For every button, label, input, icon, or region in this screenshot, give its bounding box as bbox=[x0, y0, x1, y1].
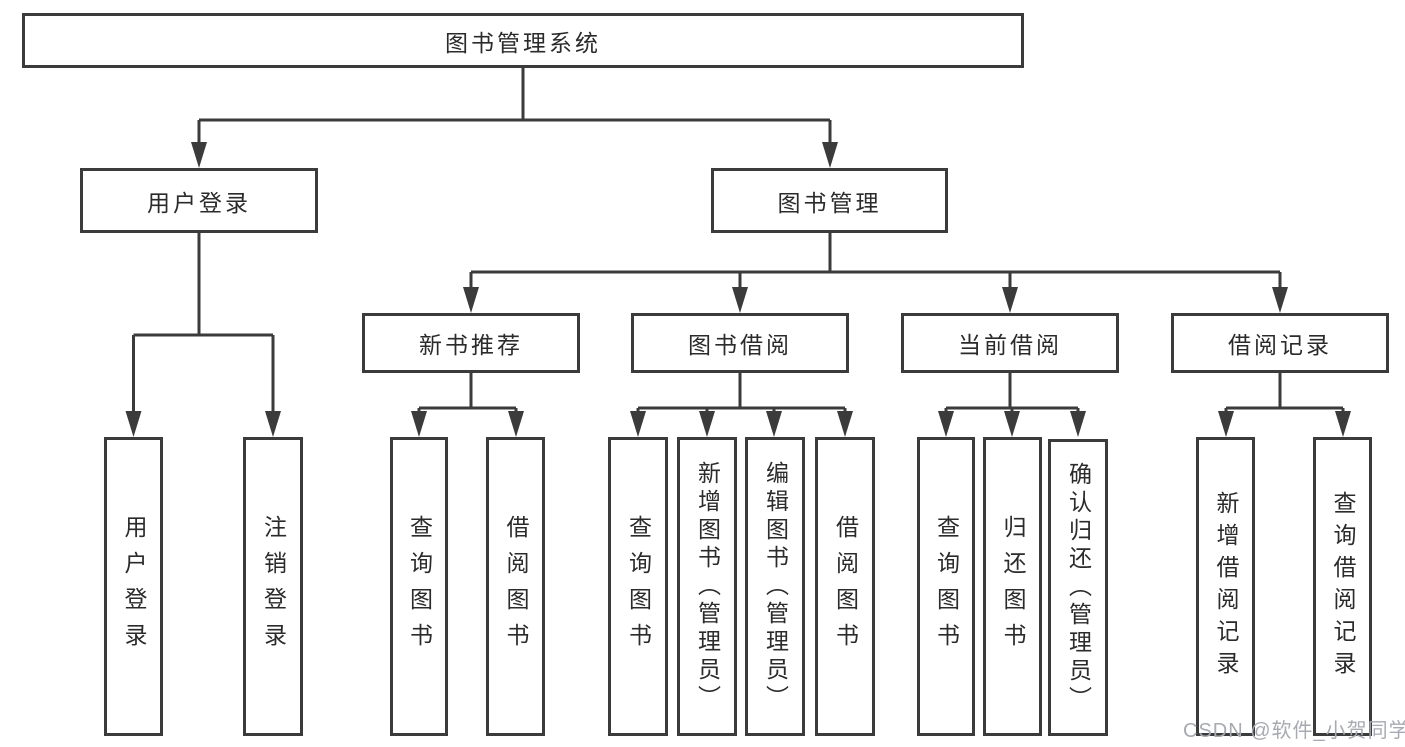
node-borrowing-records: 借阅记录 bbox=[1171, 313, 1389, 373]
leaf-user-login: 用户登录 bbox=[104, 437, 163, 736]
node-book-borrowing: 图书借阅 bbox=[631, 313, 849, 373]
leaf-query-books-recommend: 查询图书 bbox=[390, 437, 448, 736]
csdn-watermark: CSDN @软件_小贺同学 bbox=[1183, 720, 1405, 742]
connector-root-to-level2 bbox=[191, 68, 838, 168]
connector-book-borrow-to-leaves bbox=[630, 373, 853, 437]
connector-user-login-to-leaves bbox=[125, 233, 281, 437]
node-user-login: 用户登录 bbox=[80, 168, 318, 233]
leaf-borrow-books: 借阅图书 bbox=[815, 437, 875, 736]
leaf-logout: 注销登录 bbox=[243, 437, 303, 736]
leaf-borrow-books-recommend: 借阅图书 bbox=[486, 437, 545, 736]
node-current-borrowing: 当前借阅 bbox=[901, 313, 1119, 373]
leaf-query-borrow-record: 查询借阅记录 bbox=[1313, 437, 1372, 736]
connector-new-book-to-leaves bbox=[411, 373, 524, 437]
leaf-query-books-current: 查询图书 bbox=[917, 437, 975, 736]
connector-borrow-records-to-leaves bbox=[1218, 373, 1351, 437]
leaf-confirm-return-admin: 确认归还（管理员） bbox=[1048, 439, 1108, 736]
node-library-system: 图书管理系统 bbox=[22, 13, 1024, 68]
leaf-add-borrow-record: 新增借阅记录 bbox=[1196, 437, 1255, 736]
leaf-return-books: 归还图书 bbox=[983, 437, 1042, 736]
leaf-query-books-borrow: 查询图书 bbox=[608, 437, 668, 736]
leaf-add-books-admin: 新增图书（管理员） bbox=[677, 437, 737, 736]
leaf-edit-books-admin: 编辑图书（管理员） bbox=[745, 437, 805, 736]
connector-book-management-to-level3 bbox=[463, 233, 1288, 313]
node-new-book-recommendation: 新书推荐 bbox=[362, 313, 580, 373]
connector-current-borrow-to-leaves bbox=[938, 373, 1086, 437]
node-book-management: 图书管理 bbox=[711, 168, 948, 233]
